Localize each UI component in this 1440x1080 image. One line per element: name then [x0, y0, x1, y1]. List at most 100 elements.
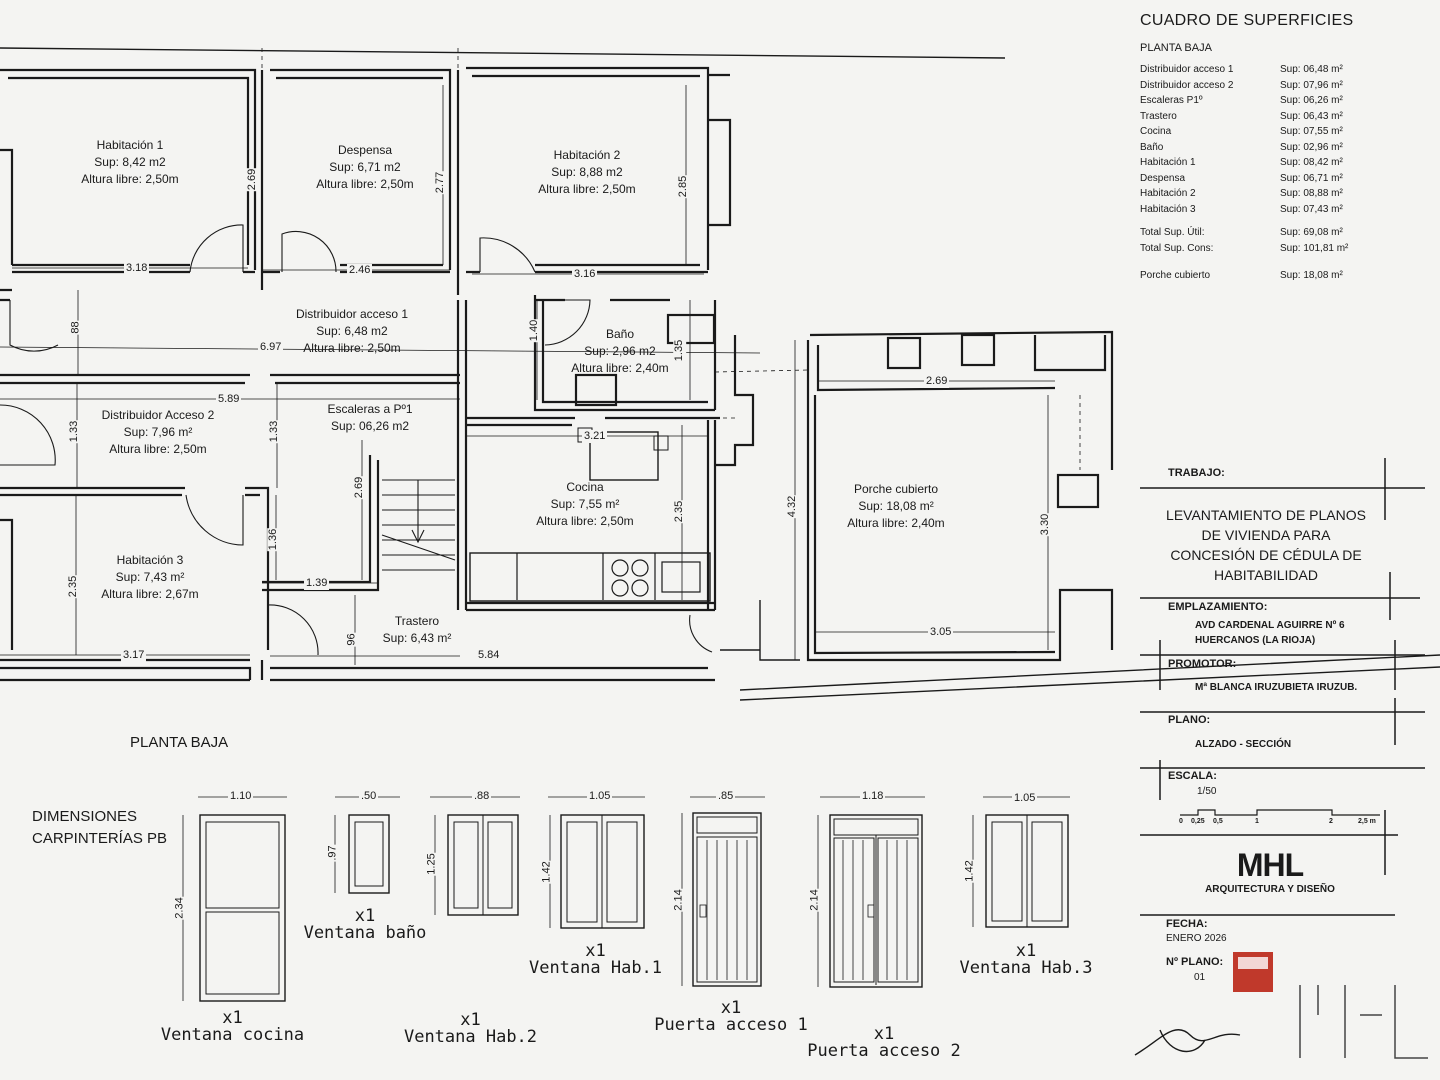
- room-name: Cocina: [566, 480, 604, 494]
- room-area: Sup: 06,26 m2: [330, 419, 410, 433]
- room-name: Porche cubierto: [853, 482, 939, 496]
- row-value: Sup: 06,71 m²: [1280, 172, 1343, 184]
- dimension-label: 2.69: [924, 375, 950, 388]
- row-value: Sup: 07,96 m²: [1280, 79, 1343, 91]
- room-height: Altura libre: 2,40m: [571, 361, 669, 375]
- table-row: Habitación 3 Sup: 07,43 m²: [1140, 202, 1430, 218]
- dimension-label: 2.85: [677, 174, 691, 199]
- dimension-label: 1.39: [304, 577, 330, 590]
- carpentry-label-puerta-acceso-1: x1 Puerta acceso 1: [654, 998, 808, 1035]
- room-escaleras: Escaleras a Pº1 Sup: 06,26 m2: [310, 401, 430, 435]
- dimension-label: 2.77: [434, 170, 448, 195]
- row-label: Cocina: [1140, 126, 1172, 137]
- room-name: Trastero: [394, 614, 440, 628]
- dimension-label: 2.35: [673, 499, 687, 524]
- row-label: Total Sup. Cons:: [1140, 242, 1214, 254]
- carpentry-width: .50: [359, 790, 379, 802]
- room-height: Altura libre: 2,50m: [81, 172, 179, 186]
- room-name: Habitación 2: [553, 148, 621, 162]
- carpentry-height: 1.42: [540, 860, 553, 884]
- row-label: Habitación 3: [1140, 203, 1196, 215]
- dimension-label: 3.30: [1039, 512, 1053, 537]
- room-area: Sup: 7,55 m²: [550, 497, 620, 511]
- areas-table: CUADRO DE SUPERFICIES PLANTA BAJA Distri…: [1140, 12, 1430, 284]
- room-area: Sup: 8,88 m2: [551, 165, 623, 179]
- plano-text: ALZADO - SECCIÓN: [1195, 739, 1292, 750]
- carpentry-width: 1.05: [1012, 792, 1038, 804]
- promotor-label: PROMOTOR:: [1168, 658, 1237, 670]
- carpentry-label-ventana-cocina: x1 Ventana cocina: [160, 1008, 305, 1045]
- row-label: Despensa: [1140, 172, 1186, 184]
- room-cocina: Cocina Sup: 7,55 m² Altura libre: 2,50m: [525, 479, 645, 530]
- carpentry-height: 2.34: [173, 896, 186, 920]
- room-area: Sup: 8,42 m2: [94, 155, 166, 169]
- escala-label: ESCALA:: [1168, 770, 1217, 782]
- trabajo-text: LEVANTAMIENTO DE PLANOS DE VIVIENDA PARA…: [1166, 507, 1366, 583]
- carpentry-height: 1.42: [963, 859, 976, 883]
- room-height: Altura libre: 2,67m: [101, 587, 199, 601]
- carpentry-height: 1.25: [425, 852, 438, 876]
- row-value: Sup: 06,26 m²: [1280, 95, 1343, 106]
- carpentry-label-ventana-bano: x1 Ventana baño: [303, 906, 427, 943]
- room-area: Sup: 6,48 m2: [316, 324, 388, 338]
- room-name: Escaleras a Pº1: [327, 402, 413, 416]
- carpentry-label-ventana-hab1: x1 Ventana Hab.1: [528, 941, 663, 978]
- row-label: Distribuidor acceso 1: [1140, 64, 1234, 75]
- dimension-label: 6.97: [258, 341, 284, 354]
- row-label: Trastero: [1140, 110, 1177, 122]
- row-value: Sup: 08,42 m²: [1280, 157, 1343, 168]
- emplazamiento-text: AVD CARDENAL AGUIRRE Nº 6 HUERCANOS (LA …: [1195, 620, 1345, 646]
- table-row: Habitación 1 Sup: 08,42 m²: [1140, 155, 1430, 171]
- areas-table-subtitle: PLANTA BAJA: [1140, 42, 1212, 54]
- table-row: Cocina Sup: 07,55 m²: [1140, 124, 1430, 140]
- dimension-label: 1.40: [528, 318, 542, 343]
- room-name: Distribuidor Acceso 2: [101, 408, 215, 422]
- room-habitacion-3: Habitación 3 Sup: 7,43 m² Altura libre: …: [88, 552, 212, 603]
- firm-name: ARQUITECTURA Y DISEÑO: [1205, 884, 1335, 895]
- room-area: Sup: 6,71 m2: [329, 160, 401, 174]
- plano-label: PLANO:: [1168, 714, 1211, 726]
- room-area: Sup: 6,43 m²: [382, 631, 452, 645]
- carpentry-width: 1.18: [860, 790, 886, 802]
- carpentry-height: 2.14: [808, 888, 821, 912]
- row-value: Sup: 18,08 m²: [1280, 270, 1343, 281]
- table-row: Despensa Sup: 06,71 m²: [1140, 171, 1430, 187]
- row-label: Habitación 2: [1140, 188, 1196, 199]
- carpentry-label-ventana-hab2: x1 Ventana Hab.2: [403, 1010, 538, 1047]
- dimension-label: 2.35: [67, 574, 81, 599]
- room-height: Altura libre: 2,50m: [109, 442, 207, 456]
- escala-text: 1/50: [1197, 786, 1217, 797]
- mhl-mark: [1299, 985, 1428, 1059]
- room-name: Baño: [605, 327, 635, 341]
- plan-title: PLANTA BAJA: [130, 734, 229, 751]
- row-label: Habitación 1: [1140, 157, 1196, 168]
- room-name: Habitación 3: [116, 553, 184, 567]
- row-value: Sup: 08,88 m²: [1280, 188, 1343, 199]
- carpentry-title: DIMENSIONES CARPINTERÍAS PB: [32, 808, 168, 847]
- room-area: Sup: 2,96 m2: [584, 344, 656, 358]
- dimension-label: 1.35: [673, 338, 687, 363]
- row-value: Sup: 07,43 m²: [1280, 203, 1343, 215]
- dimension-label: 2.69: [246, 167, 260, 192]
- room-distribuidor-acceso-1: Distribuidor acceso 1 Sup: 6,48 m2 Altur…: [282, 306, 422, 357]
- room-height: Altura libre: 2,50m: [538, 182, 636, 196]
- dimension-label: 1.33: [268, 419, 282, 444]
- row-value: Sup: 07,55 m²: [1280, 126, 1343, 137]
- room-distribuidor-acceso-2: Distribuidor Acceso 2 Sup: 7,96 m² Altur…: [88, 407, 228, 458]
- room-despensa: Despensa Sup: 6,71 m2 Altura libre: 2,50…: [305, 142, 425, 193]
- carpentry-width: 1.10: [228, 790, 254, 802]
- signature: [1134, 1029, 1241, 1056]
- dimension-label: 5.89: [216, 393, 242, 406]
- row-label: Escaleras P1º: [1140, 95, 1203, 106]
- row-value: Sup: 101,81 m²: [1280, 242, 1349, 254]
- table-row: Escaleras P1º Sup: 06,26 m²: [1140, 93, 1430, 109]
- dimension-label: 1.36: [267, 527, 281, 552]
- room-trastero: Trastero Sup: 6,43 m²: [362, 613, 472, 647]
- dimension-label: 1.33: [68, 419, 82, 444]
- fecha-label: FECHA:: [1166, 918, 1208, 930]
- room-habitacion-1: Habitación 1 Sup: 8,42 m2 Altura libre: …: [70, 137, 190, 188]
- room-porche-cubierto: Porche cubierto Sup: 18,08 m² Altura lib…: [835, 481, 957, 532]
